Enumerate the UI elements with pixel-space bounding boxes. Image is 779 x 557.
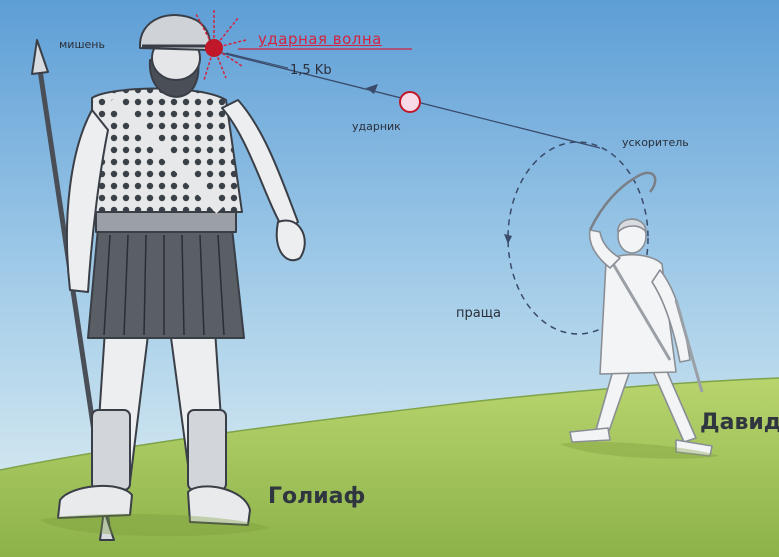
label-impactor: ударник [352,120,401,133]
label-shock-wave: ударная волна [258,30,382,48]
label-target: мишень [59,38,105,51]
label-energy: 1,5 Kb [290,63,332,78]
label-accelerator: ускоритель [622,136,689,149]
projectile-icon [400,92,420,112]
label-david: Давид [700,410,779,435]
label-sling: праща [456,306,501,321]
greave-right [188,410,226,490]
greave-left [92,410,130,490]
goliath-belt [96,212,236,232]
label-goliath: Голиаф [268,484,365,509]
